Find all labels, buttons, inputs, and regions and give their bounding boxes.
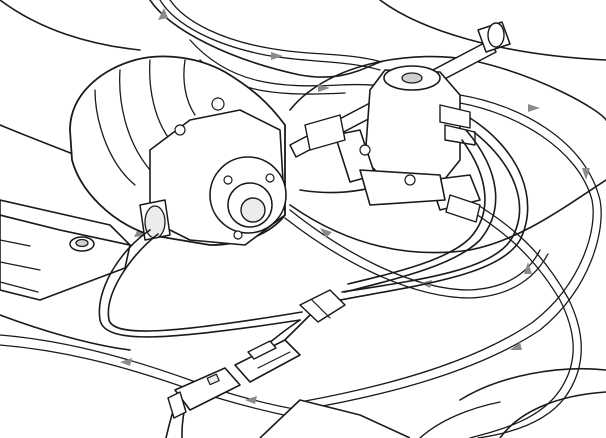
flow-arrow <box>120 358 132 366</box>
pump-motor <box>69 55 287 246</box>
flow-arrow <box>528 104 540 112</box>
flow-arrow <box>318 84 330 92</box>
lower-housing <box>259 399 501 438</box>
flow-arrow <box>320 228 332 238</box>
connector-female <box>167 367 241 419</box>
flow-arrow <box>245 396 257 404</box>
flow-arrow <box>271 52 283 60</box>
flow-arrow <box>510 342 522 350</box>
flow-arrow <box>158 8 168 20</box>
flow-arrow <box>582 168 590 180</box>
connector-male <box>234 339 301 383</box>
solenoid-valve <box>304 65 481 223</box>
wires <box>98 117 529 438</box>
flow-arrow <box>524 262 532 274</box>
wire-splice <box>299 289 346 323</box>
